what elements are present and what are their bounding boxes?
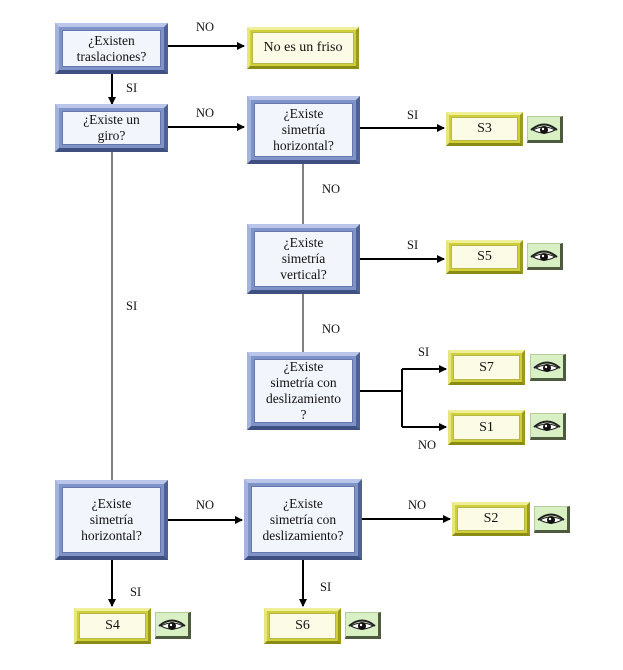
- eye-icon[interactable]: [530, 354, 566, 381]
- result-s2: S2: [452, 502, 530, 536]
- question-giro-text: ¿Existe un giro?: [62, 111, 161, 145]
- label-no-simetria-vertical: NO: [322, 322, 341, 336]
- result-s3: S3: [446, 112, 523, 146]
- question-deslizamiento-1-text: ¿Existe simetría con deslizamiento ?: [254, 359, 353, 423]
- label-no-deslizamiento-2: NO: [408, 498, 427, 512]
- question-simetria-horizontal-2: ¿Existe simetría horizontal?: [55, 480, 168, 560]
- label-si-s6: SI: [320, 580, 332, 594]
- result-s6-text: S6: [269, 613, 336, 639]
- question-deslizamiento-1: ¿Existe simetría con deslizamiento ?: [247, 352, 360, 430]
- result-s5-text: S5: [451, 245, 518, 269]
- result-s7-text: S7: [453, 355, 520, 380]
- eye-icon[interactable]: [530, 413, 566, 440]
- label-no-traslaciones: NO: [196, 20, 215, 34]
- eye-icon[interactable]: [527, 243, 563, 270]
- eye-icon[interactable]: [155, 612, 191, 639]
- result-s2-text: S2: [457, 507, 525, 531]
- eye-icon[interactable]: [345, 612, 381, 639]
- question-giro: ¿Existe un giro?: [55, 104, 168, 152]
- result-s6: S6: [264, 608, 341, 644]
- result-s5: S5: [446, 240, 523, 274]
- label-si-s4: SI: [130, 585, 142, 599]
- result-s3-text: S3: [451, 117, 518, 141]
- result-no-friso-text: No es un friso: [252, 32, 354, 64]
- question-simetria-vertical: ¿Existe simetría vertical?: [247, 224, 360, 294]
- label-si-simetria-horizontal: SI: [407, 108, 419, 122]
- question-simetria-horizontal-1-text: ¿Existe simetría horizontal?: [254, 103, 353, 157]
- label-si-giro: SI: [126, 299, 138, 313]
- question-traslaciones-text: ¿Existen traslaciones?: [62, 30, 161, 67]
- label-si-simetria-vertical: SI: [407, 238, 419, 252]
- label-si-deslizamiento: SI: [418, 345, 430, 359]
- result-s1: S1: [448, 410, 525, 445]
- result-s4-text: S4: [79, 613, 146, 639]
- label-no-giro: NO: [196, 106, 215, 120]
- label-no-simetria-horizontal-2: NO: [196, 498, 215, 512]
- question-simetria-horizontal-1: ¿Existe simetría horizontal?: [247, 96, 360, 164]
- label-no-simetria-horizontal: NO: [322, 182, 341, 196]
- result-s4: S4: [74, 608, 151, 644]
- eye-icon[interactable]: [527, 116, 563, 143]
- eye-icon[interactable]: [534, 506, 570, 533]
- question-deslizamiento-2: ¿Existe simetría con deslizamiento?: [244, 479, 362, 560]
- question-traslaciones: ¿Existen traslaciones?: [55, 23, 168, 74]
- question-deslizamiento-2-text: ¿Existe simetría con deslizamiento?: [251, 486, 355, 553]
- result-s1-text: S1: [453, 415, 520, 440]
- question-simetria-horizontal-2-text: ¿Existe simetría horizontal?: [62, 487, 161, 553]
- result-no-friso: No es un friso: [247, 27, 359, 69]
- result-s7: S7: [448, 350, 525, 385]
- label-no-deslizamiento: NO: [418, 438, 437, 452]
- question-simetria-vertical-text: ¿Existe simetría vertical?: [254, 231, 353, 287]
- label-si-traslaciones: SI: [126, 81, 138, 95]
